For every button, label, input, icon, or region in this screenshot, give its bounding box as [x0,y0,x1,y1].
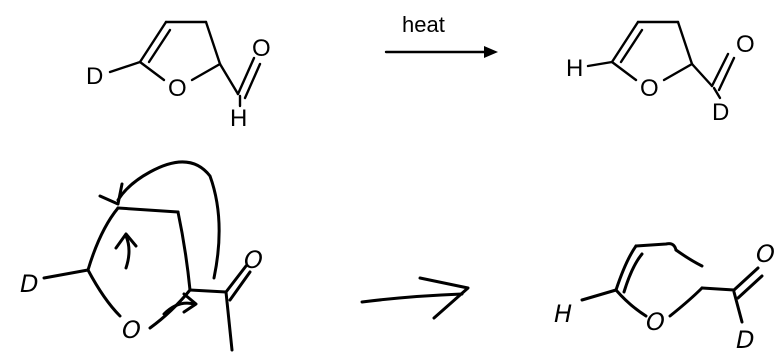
ring-double-bond-inner [147,28,172,64]
sketch-curved-arrow-small [124,234,131,270]
sketch-ring-bond [176,210,192,292]
sketch-aldehyde-h-bond [224,290,234,352]
sketch-carbonyl-bond-inner [736,274,764,300]
product-carbonyl-o-label: O [736,31,755,58]
sketch-curved-arrow-o [162,301,196,316]
ring-bond [138,60,166,82]
sketch-carbonyl-bond [224,264,248,294]
arrow-head [484,46,498,58]
product-aldehyde-d-label: D [712,99,729,126]
sketch-arrow-head-big [98,182,124,206]
reactant-d-label: D [86,63,103,90]
h-bond [586,60,614,68]
sketch-ring-bond [668,286,704,318]
sketch-aldehyde-d-bond [732,290,744,324]
sketch-arrow-shaft [360,292,464,304]
ring-bond [204,20,222,66]
sketch-ring-bond [86,268,122,318]
aldehyde-bond [690,62,714,88]
sketch-carbonyl-bond [732,266,760,292]
sketch-aldehyde-bond [188,288,228,294]
carbonyl-double-bond [710,52,730,88]
product-structure: H O O D [566,20,755,126]
ring-double-bond [138,20,168,64]
ring-bond [190,62,222,82]
sketch-arrow-head [418,276,470,320]
heat-label: heat [402,12,445,37]
reactant-structure: D O O H [86,20,271,132]
sketch-d-bond [42,268,90,280]
sketch-ring-bond [148,288,192,330]
sketch-product-carbonyl-o-label: O [756,240,775,268]
carbonyl-double-bond-inner [243,62,262,100]
carbonyl-double-bond-inner [717,56,736,92]
sketch-arrow-head-small [114,232,138,250]
sketch-ring-bond [674,248,704,268]
sketch-ring-bond [86,206,120,272]
reactant-ring-o-label: O [168,75,187,102]
sketch-arrow-head-o [182,292,198,314]
ring-bond [676,20,694,66]
ring-bond [662,62,694,82]
aldehyde-d-bond [712,86,722,100]
d-bond [108,60,142,74]
reaction-arrow: heat [384,12,498,58]
sketch-d-label: D [20,270,38,298]
sketch-product-ring-o-label: O [646,308,665,336]
sketch-ring-o-label: O [122,316,141,344]
sketch-reactant: D O O [20,160,263,352]
sketch-h-bond [580,288,618,302]
sketch-ring-bond [614,288,648,318]
sketch-carbonyl-bond-inner [228,270,252,302]
sketch-reaction-arrow [360,276,470,320]
ring-double-bond-inner [619,28,644,64]
sketch-curved-arrow-big [116,160,221,280]
sketch-carbonyl-o-label: O [244,246,263,274]
carbonyl-double-bond [236,56,256,96]
product-h-label: H [566,55,583,82]
sketch-ring-bond [614,244,638,292]
sketch-product: H O O D [554,240,775,354]
sketch-aldehyde-bond [700,286,736,292]
aldehyde-bond [218,62,240,96]
ring-bond [610,60,638,82]
product-ring-o-label: O [640,75,659,102]
sketch-product-d-label: D [736,326,754,354]
sketch-ring-double-bond-inner [622,252,644,294]
sketch-ring-bond [634,242,678,252]
sketch-ring-bond [116,206,180,214]
reactant-aldehyde-h-label: H [230,105,247,132]
ring-double-bond [610,20,640,64]
sketch-product-h-label: H [554,300,572,328]
reactant-carbonyl-o-label: O [252,35,271,62]
